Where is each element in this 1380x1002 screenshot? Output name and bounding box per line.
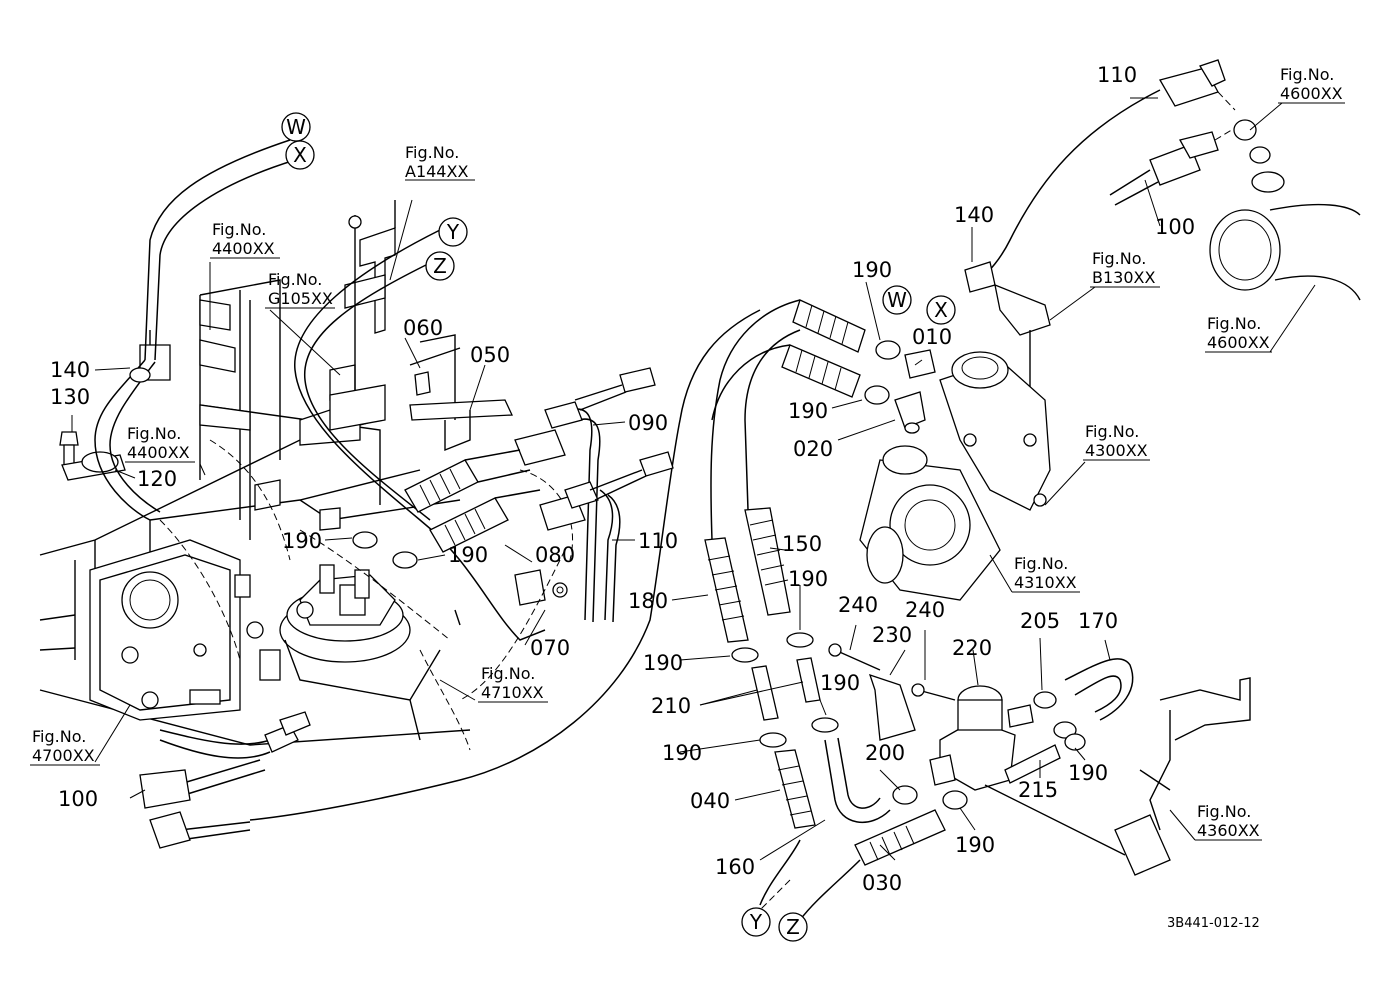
- connector-Z-label: Z: [433, 254, 447, 278]
- fig-ref-line1: Fig.No.: [1014, 554, 1068, 573]
- connector-Y-top: Y: [438, 217, 468, 247]
- callout-170: 170: [1078, 609, 1118, 633]
- callout-160: 160: [715, 855, 755, 879]
- fig-ref-line2: 4310XX: [1014, 573, 1077, 592]
- connector-markers: W X Y Z W X Y Z: [281, 112, 956, 942]
- callout-190: 190: [820, 671, 860, 695]
- drawing-code: 3B441-012-12: [1167, 916, 1260, 931]
- right-assembly-drawing: [704, 59, 1361, 921]
- callout-070: 070: [530, 636, 570, 660]
- connector-X-right: X: [926, 295, 956, 325]
- callout-110: 110: [1097, 63, 1137, 87]
- callout-190: 190: [448, 543, 488, 567]
- connector-Y-bottom: Y: [741, 907, 771, 937]
- connector-Z-label-bottom: Z: [786, 915, 800, 939]
- callout-215: 215: [1018, 778, 1058, 802]
- callout-080: 080: [535, 543, 575, 567]
- fig-ref-line1: Fig.No.: [1207, 314, 1261, 333]
- fig-ref-line2: 4360XX: [1197, 821, 1260, 840]
- callout-140: 140: [954, 203, 994, 227]
- upper-brackets-drawing: [329, 200, 513, 452]
- callout-190: 190: [955, 833, 995, 857]
- callout-050: 050: [470, 343, 510, 367]
- callout-190: 190: [662, 741, 702, 765]
- fig-ref-line2: 4600XX: [1280, 84, 1343, 103]
- fig-ref-line2: 4700XX: [32, 746, 95, 765]
- connector-Z-top: Z: [425, 251, 455, 281]
- leader-lines: [71, 97, 1161, 861]
- fig-ref-line1: Fig.No.: [32, 727, 86, 746]
- fig-ref-line2: 4400XX: [127, 443, 190, 462]
- callout-180: 180: [628, 589, 668, 613]
- callout-190: 190: [1068, 761, 1108, 785]
- fig-ref-line1: Fig.No.: [268, 270, 322, 289]
- connector-Y-label-bottom: Y: [749, 910, 763, 934]
- connector-X-label-right: X: [934, 298, 948, 322]
- callout-210: 210: [651, 694, 691, 718]
- connector-W-right: W: [882, 285, 912, 315]
- connector-X-label: X: [293, 143, 307, 167]
- fig-ref-line2: 4710XX: [481, 683, 544, 702]
- fig-ref-line1: Fig.No.: [1280, 65, 1334, 84]
- callout-240: 240: [838, 593, 878, 617]
- callout-040: 040: [690, 789, 730, 813]
- fig-ref-line2: 4600XX: [1207, 333, 1270, 352]
- callout-100: 100: [58, 787, 98, 811]
- fig-ref-line2: 4300XX: [1085, 441, 1148, 460]
- figure-references: Fig.No. A144XX Fig.No. 4400XX Fig.No. G1…: [32, 65, 1343, 840]
- callout-130: 130: [50, 385, 90, 409]
- fig-ref-line1: Fig.No.: [212, 220, 266, 239]
- figure-leader-lines: [30, 102, 1345, 841]
- fig-ref-line1: Fig.No.: [1085, 422, 1139, 441]
- callout-060: 060: [403, 316, 443, 340]
- callout-190: 190: [643, 651, 683, 675]
- fig-ref-line1: Fig.No.: [127, 424, 181, 443]
- fig-ref-line1: Fig.No.: [1092, 249, 1146, 268]
- fig-ref-line1: Fig.No.: [481, 664, 535, 683]
- callout-205: 205: [1020, 609, 1060, 633]
- fig-ref-line1: Fig.No.: [1197, 802, 1251, 821]
- callout-190: 190: [788, 567, 828, 591]
- connector-Y-label: Y: [446, 220, 460, 244]
- callout-190: 190: [788, 399, 828, 423]
- callout-200: 200: [865, 741, 905, 765]
- callout-150: 150: [782, 532, 822, 556]
- part-callouts: 140 130 120 100 060 050 090 110 190 190 …: [50, 63, 1195, 895]
- callout-190: 190: [282, 529, 322, 553]
- callout-190: 190: [852, 258, 892, 282]
- callout-220: 220: [952, 636, 992, 660]
- callout-030: 030: [862, 871, 902, 895]
- callout-020: 020: [793, 437, 833, 461]
- callout-100: 100: [1155, 215, 1195, 239]
- fig-ref-line2: B130XX: [1092, 268, 1155, 287]
- fig-ref-line2: G105XX: [268, 289, 333, 308]
- fig-ref-line2: A144XX: [405, 162, 468, 181]
- fig-ref-line2: 4400XX: [212, 239, 275, 258]
- callout-240: 240: [905, 598, 945, 622]
- callout-120: 120: [137, 467, 177, 491]
- connector-Z-bottom: Z: [778, 912, 808, 942]
- connector-X-top: X: [285, 140, 315, 170]
- callout-140: 140: [50, 358, 90, 382]
- callout-230: 230: [872, 623, 912, 647]
- left-hoses-drawing: [94, 139, 761, 849]
- connector-W-label: W: [286, 115, 306, 139]
- callout-090: 090: [628, 411, 668, 435]
- callout-110: 110: [638, 529, 678, 553]
- fig-ref-line1: Fig.No.: [405, 143, 459, 162]
- connector-W-label-right: W: [887, 288, 907, 312]
- connector-W-top: W: [281, 112, 311, 142]
- callout-010: 010: [912, 325, 952, 349]
